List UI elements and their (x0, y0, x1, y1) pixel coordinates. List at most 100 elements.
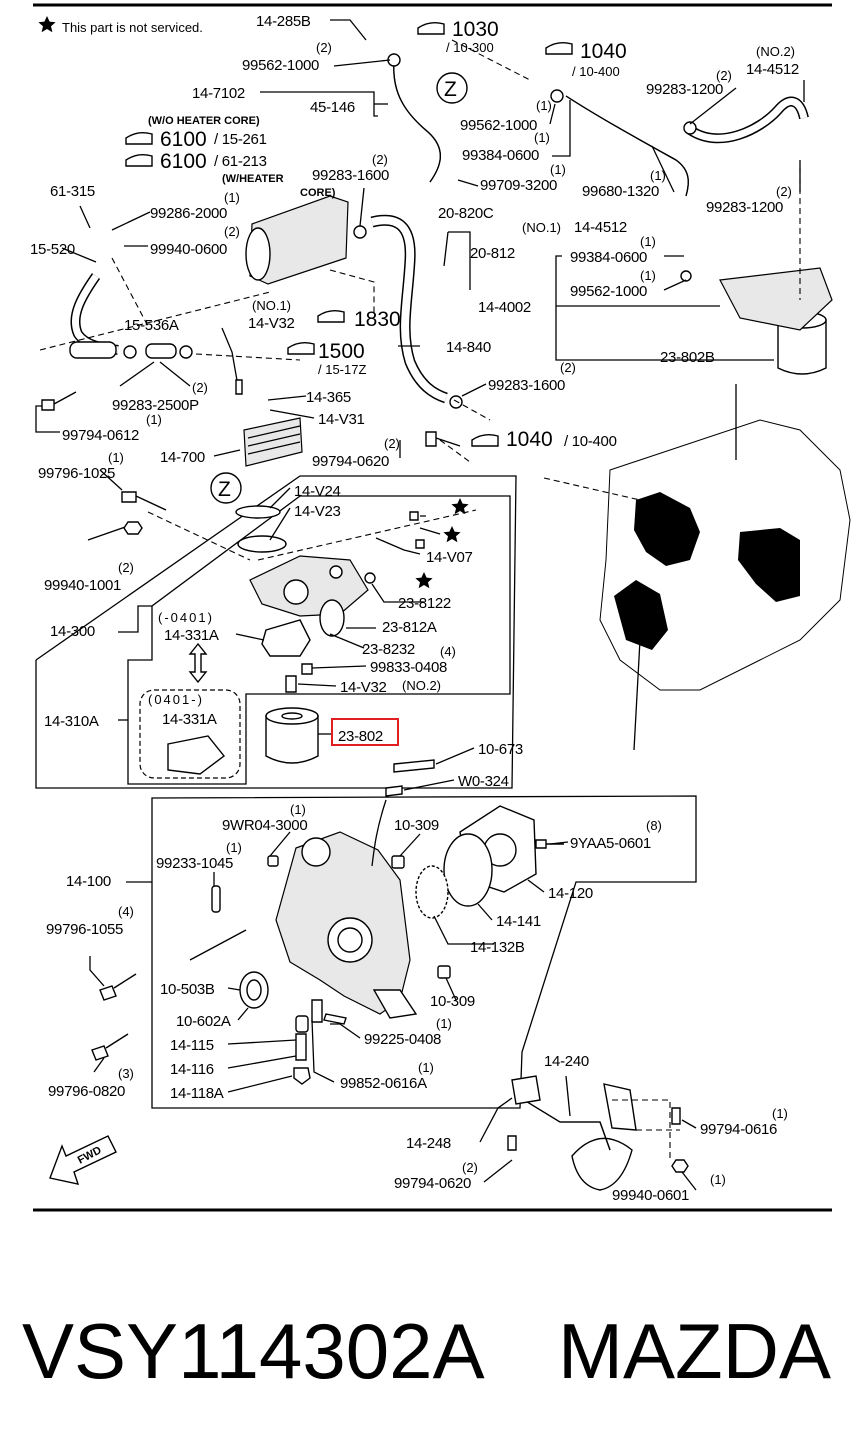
oil-strainer (571, 1137, 633, 1191)
label-10-503B: 10-503B (160, 981, 215, 998)
label-99283-2500P: 99283-2500P (112, 397, 199, 414)
dipstick (189, 929, 247, 961)
label-23-812A: 23-812A (382, 619, 437, 636)
fwd-arrow-icon (49, 1135, 117, 1185)
label-14-331A: 14-331A (164, 627, 219, 644)
label-qty: (1) (226, 840, 242, 855)
label-qty: (2) (372, 152, 388, 167)
label-qty: (2) (224, 224, 240, 239)
label-14-V24: 14-V24 (294, 483, 341, 500)
z-marker-lower-text: Z (218, 478, 231, 501)
double-arrow-icon (188, 642, 208, 684)
filter-subgroup-frame (127, 495, 511, 785)
ref-1040-sub: / 10-400 (572, 64, 620, 79)
label-14-118A: 14-118A (170, 1085, 224, 1102)
label-qty: (2) (462, 1160, 478, 1175)
engine-shadow-2 (738, 528, 800, 602)
label-99796-1025: 99796-1025 (38, 465, 115, 482)
engine-shadow-1 (634, 492, 700, 566)
label-wo-heater: (W/O HEATER CORE) (148, 115, 260, 127)
label-no2: (NO.2) (756, 44, 795, 59)
o-ring-23-812A (319, 599, 345, 637)
ref-1500: 1500 (318, 340, 365, 363)
label-14-7102: 14-7102 (192, 85, 245, 102)
filter-bracket-14-4002 (719, 267, 833, 331)
label-14-120: 14-120 (548, 885, 593, 902)
label-14-240: 14-240 (544, 1053, 589, 1070)
highlight-box-23-802 (331, 718, 399, 746)
ref-1830: 1830 (354, 308, 401, 331)
label-qty: (1) (710, 1172, 726, 1187)
label-14-700: 14-700 (160, 449, 205, 466)
label-99283-1200: 99283-1200 (646, 81, 723, 98)
label-14-V31: 14-V31 (318, 411, 365, 428)
pipe-15-536A (69, 341, 117, 359)
label-99286-2000: 99286-2000 (150, 205, 227, 222)
label-qty: (1) (640, 234, 656, 249)
label-14-V07: 14-V07 (426, 549, 473, 566)
label-99562-1000: 99562-1000 (242, 57, 319, 74)
ref-6100-b-sub: / 61-213 (214, 153, 267, 170)
label-qty: (8) (646, 818, 662, 833)
label-20-820C: 20-820C (438, 205, 494, 222)
label-qty: (1) (146, 412, 162, 427)
label-qty: (1) (550, 162, 566, 177)
label-23-802B: 23-802B (660, 349, 715, 366)
label-core: CORE) (300, 187, 336, 199)
label-no1: (NO.1) (522, 220, 561, 235)
label-20-812: 20-812 (470, 245, 515, 262)
label-99940-0601: 99940-0601 (612, 1187, 689, 1204)
label-99852-0616A: 99852-0616A (340, 1075, 427, 1092)
not-serviced-note: This part is not serviced. (62, 20, 203, 35)
label-qty: (1) (640, 268, 656, 283)
label-qty: (1) (534, 130, 550, 145)
label-61-315: 61-315 (50, 183, 95, 200)
label-qty: (1) (436, 1016, 452, 1031)
ref-pointer-icon (417, 21, 445, 35)
label-no1-b: (NO.1) (252, 298, 291, 313)
part-labels: 14-285B (2) 99562-1000 1030 / 10-300 104… (30, 13, 799, 1204)
oil-filter-23-802 (265, 715, 319, 764)
label-14-132B: 14-132B (470, 939, 525, 956)
label-99283-1200-b: 99283-1200 (706, 199, 783, 216)
label-10-309: 10-309 (394, 817, 439, 834)
label-99233-1045: 99233-1045 (156, 855, 233, 872)
label-10-309-b: 10-309 (430, 993, 475, 1010)
label-9WR04-3000: 9WR04-3000 (222, 817, 307, 834)
label-qty: (3) (118, 1066, 134, 1081)
label-qty: (1) (108, 450, 124, 465)
label-14-115: 14-115 (170, 1037, 214, 1054)
footer-brand: MAZDA (558, 1307, 831, 1395)
label-99283-1600: 99283-1600 (312, 167, 389, 184)
label-99283-1600-b: 99283-1600 (488, 377, 565, 394)
heater-core (249, 195, 349, 285)
label-14-331A-b: 14-331A (162, 711, 217, 728)
hose-14-4512-no1 (565, 95, 689, 197)
label-99384-0600: 99384-0600 (462, 147, 539, 164)
strainer-tube (372, 989, 418, 1019)
ref-6100-a: 6100 (160, 128, 207, 151)
label-qty: (1) (224, 190, 240, 205)
label-99794-0620: 99794-0620 (312, 453, 389, 470)
z-marker-upper-text: Z (444, 78, 457, 101)
ref-1030-sub: / 10-300 (446, 40, 494, 55)
label-w-heater: (W/HEATER (222, 173, 284, 185)
label-15-536A: 15-536A (124, 317, 179, 334)
ref-1500-sub: / 15-17Z (318, 362, 366, 377)
label-99709-3200: 99709-3200 (480, 177, 557, 194)
gasket-14-141 (443, 833, 493, 907)
oil-filter-23-802B (777, 319, 827, 375)
label-qty: (1) (290, 802, 306, 817)
label-no2-b: (NO.2) (402, 678, 441, 693)
label-23-8122: 23-8122 (398, 595, 451, 612)
label-15-520: 15-520 (30, 241, 75, 258)
label-qty: (2) (776, 184, 792, 199)
label-23-8232: 23-8232 (362, 641, 415, 658)
label-99794-0620-b: 99794-0620 (394, 1175, 471, 1192)
label-qty: (2) (384, 436, 400, 451)
ref-1040-b-sub: / 10-400 (564, 433, 617, 450)
label-qty: (2) (560, 360, 576, 375)
label-99562-1000-c: 99562-1000 (570, 283, 647, 300)
star-icon (451, 498, 469, 515)
label-99384-0600-b: 99384-0600 (570, 249, 647, 266)
